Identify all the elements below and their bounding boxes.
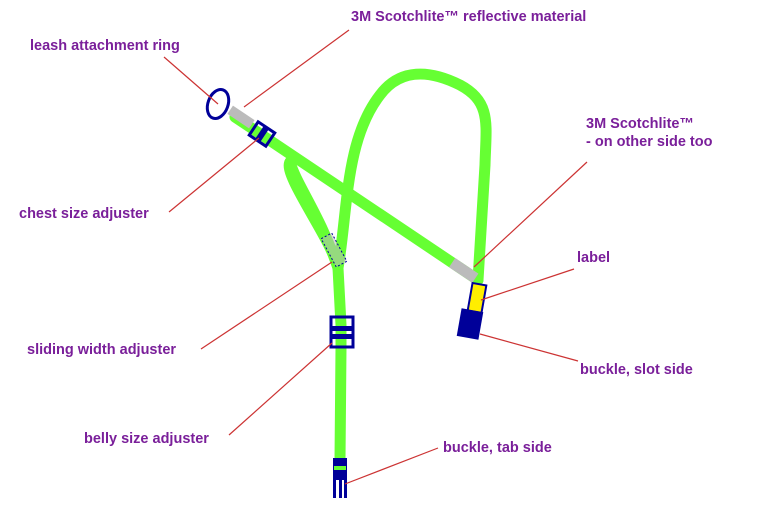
label-chest-adjuster: chest size adjuster [19, 206, 149, 222]
leader-chest-adjuster [168, 137, 260, 213]
label-reflective-other-line2: - on other side too [586, 134, 713, 150]
label-buckle-tab: buckle, tab side [443, 440, 552, 456]
leader-buckle-tab [344, 447, 439, 485]
leader-reflective-top [243, 29, 350, 108]
reflective-strip-side [449, 258, 479, 283]
buckle-slot-side-icon [456, 308, 484, 340]
leader-belly-adjuster [228, 342, 333, 436]
label-buckle-slot: buckle, slot side [580, 362, 693, 378]
belly-adjuster-icon [329, 315, 355, 349]
leash-ring-icon [205, 87, 231, 121]
leader-leash-ring [163, 56, 219, 105]
belly-strap [332, 262, 347, 466]
reflective-strip-chest [227, 105, 255, 129]
leader-lines [163, 29, 588, 485]
leader-sliding-width [200, 261, 333, 350]
label-reflective-top: 3M Scotchlite™ reflective material [351, 9, 587, 25]
label-patch [466, 281, 488, 315]
label-belly-adjuster: belly size adjuster [84, 431, 209, 447]
label-reflective-other-line1: 3M Scotchlite™ [586, 116, 694, 132]
leader-reflective-other [473, 161, 588, 268]
leader-buckle-slot [479, 333, 579, 362]
chest-strap [229, 111, 484, 286]
label-leash-ring: leash attachment ring [30, 38, 180, 54]
label-reflective-other: 3M Scotchlite™ - on other side too [586, 115, 712, 151]
label-sliding-width: sliding width adjuster [27, 342, 177, 358]
sliding-width-adjuster-sleeve [320, 232, 348, 268]
leader-label [480, 268, 575, 301]
label-label: label [577, 250, 611, 266]
buckle-tab-side-icon [333, 458, 347, 498]
